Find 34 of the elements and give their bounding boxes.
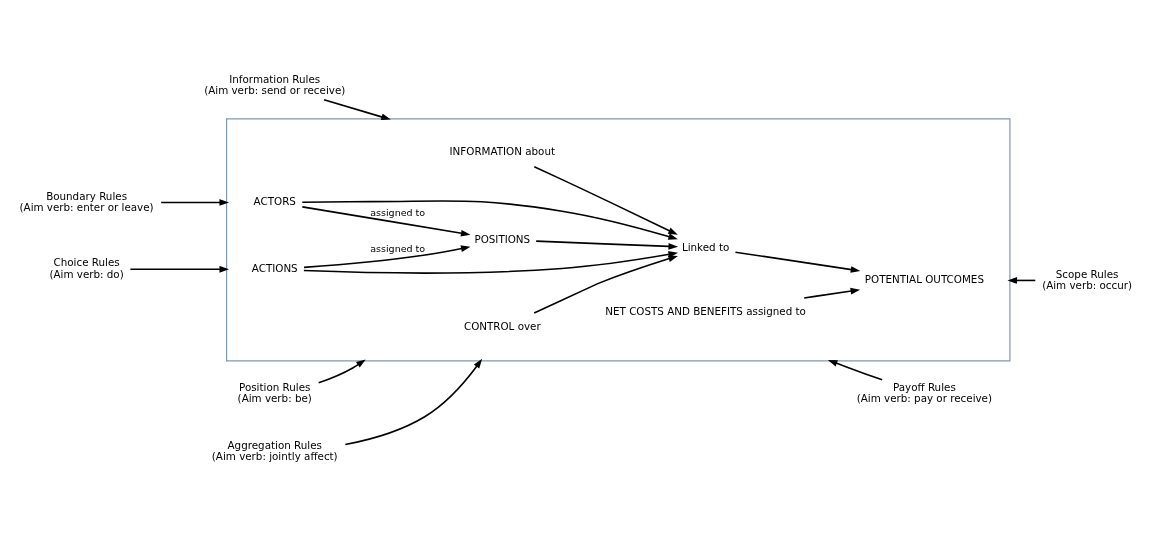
node-text: Choice Rules (Aim verb: do) (49, 256, 124, 280)
node-text: NET COSTS AND BENEFITS assigned to (605, 304, 806, 317)
arrow (303, 251, 678, 274)
edge-label: assigned to (370, 243, 426, 255)
node-text: Information Rules (Aim verb: send or receive) (204, 72, 346, 96)
node-text: CONTROL over (463, 320, 541, 333)
edge-label: assigned to (370, 207, 426, 219)
node-text: Linked to (681, 240, 730, 253)
arrow (533, 255, 678, 314)
node-text: Aggregation Rules (Aim verb: jointly affect) (211, 438, 338, 462)
arrow (301, 206, 471, 237)
arrow (344, 358, 483, 446)
arrow (533, 165, 678, 235)
arrow (317, 359, 366, 384)
arrow (160, 199, 229, 206)
arrow (129, 265, 229, 273)
node-text: POTENTIAL OUTCOMES (864, 273, 984, 286)
arrow (734, 251, 861, 273)
node-text: POSITIONS (474, 232, 531, 245)
arrow (1007, 277, 1037, 284)
node-text: INFORMATION about (449, 145, 556, 158)
node-text: ACTORS (253, 195, 296, 208)
node-text: Position Rules (Aim verb: be) (237, 381, 312, 405)
node-text: Boundary Rules (Aim verb: enter or leave) (19, 189, 154, 213)
node-text: ACTIONS (251, 262, 298, 274)
node-text: Scope Rules (Aim verb: occur) (1042, 267, 1133, 291)
arrow (803, 287, 861, 299)
cluster (226, 118, 1011, 362)
node-text: Payoff Rules (Aim verb: pay or receive) (856, 381, 993, 405)
arrow (303, 245, 471, 269)
arrow (323, 99, 391, 121)
arrow (301, 200, 678, 240)
arrow (535, 240, 679, 250)
arrow (827, 359, 883, 381)
